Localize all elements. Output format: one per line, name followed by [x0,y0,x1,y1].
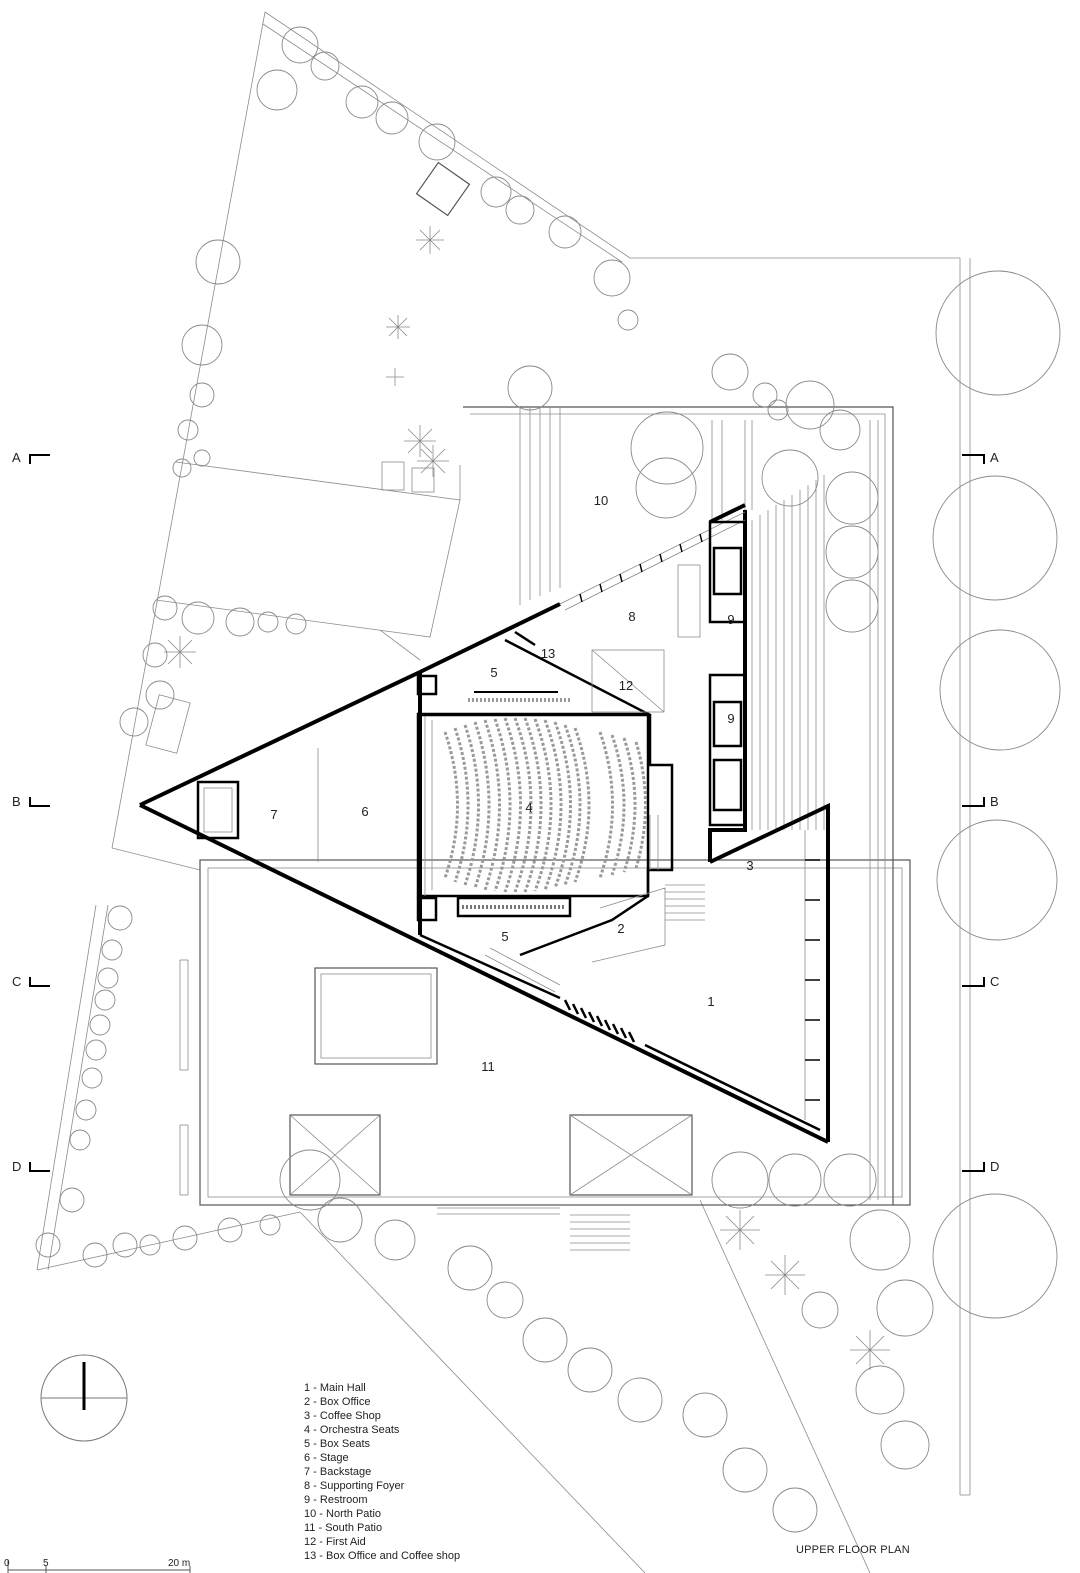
scale-bar: 0 5 20 m [4,1558,191,1573]
legend-item: 12 - First Aid [304,1536,366,1548]
section-d-right-label: D [990,1159,999,1174]
legend-item: 3 - Coffee Shop [304,1410,381,1422]
east-glazing [805,859,820,1101]
room-5a-label: 5 [490,665,497,680]
section-markers: A B C D A B C D [12,450,999,1174]
north-steps [519,407,879,1200]
room-2-label: 2 [617,921,624,936]
legend-item: 13 - Box Office and Coffee shop [304,1550,461,1562]
legend-item: 2 - Box Office [304,1396,371,1408]
section-a-right-label: A [990,450,999,465]
room-5b-label: 5 [501,929,508,944]
room-1-label: 1 [707,994,714,1009]
room-7-label: 7 [270,807,277,822]
room-12-label: 12 [619,678,633,693]
legend-item: 9 - Restroom [304,1494,368,1506]
site-outline [36,11,971,1573]
room-9b-label: 9 [727,711,734,726]
orchestra-seating [443,717,647,893]
north-arrow-icon [40,1354,128,1442]
center-stairs [484,815,705,993]
north-glazing [579,533,703,603]
room-4-label: 4 [525,800,532,815]
section-b-right-label: B [990,794,999,809]
legend-item: 5 - Box Seats [304,1438,371,1450]
legend-item: 11 - South Patio [304,1522,383,1534]
room-labels: 1 2 3 4 5 5 6 7 8 9 9 10 11 12 13 [270,493,753,1074]
legend-item: 7 - Backstage [304,1466,372,1478]
room-6-label: 6 [361,804,368,819]
legend-item: 1 - Main Hall [304,1382,366,1394]
scale-label-5: 5 [43,1558,49,1569]
room-11-label: 11 [481,1059,495,1074]
drawing-title: UPPER FLOOR PLAN [796,1544,910,1556]
south-stairs [437,1207,630,1251]
room-legend: 1 - Main Hall 2 - Box Office 3 - Coffee … [304,1381,460,1563]
section-b-left-label: B [12,794,21,809]
section-c-left-label: C [12,974,21,989]
room-13-label: 13 [541,646,555,661]
legend-item: 4 - Orchestra Seats [304,1424,400,1436]
room-3-label: 3 [746,858,753,873]
scale-label-20m: 20 m [168,1558,190,1569]
legend-item: 8 - Supporting Foyer [304,1480,405,1492]
section-d-left-label: D [12,1159,21,1174]
room-8-label: 8 [628,609,635,624]
scale-label-0: 0 [4,1558,10,1569]
building [139,503,830,1144]
section-a-left-label: A [12,450,21,465]
room-10-label: 10 [594,493,608,508]
legend-item: 6 - Stage [304,1452,349,1464]
section-c-right-label: C [990,974,999,989]
south-glazing [563,999,636,1043]
trees [35,26,1061,1533]
legend-item: 10 - North Patio [304,1508,382,1520]
room-9a-label: 9 [727,612,734,627]
